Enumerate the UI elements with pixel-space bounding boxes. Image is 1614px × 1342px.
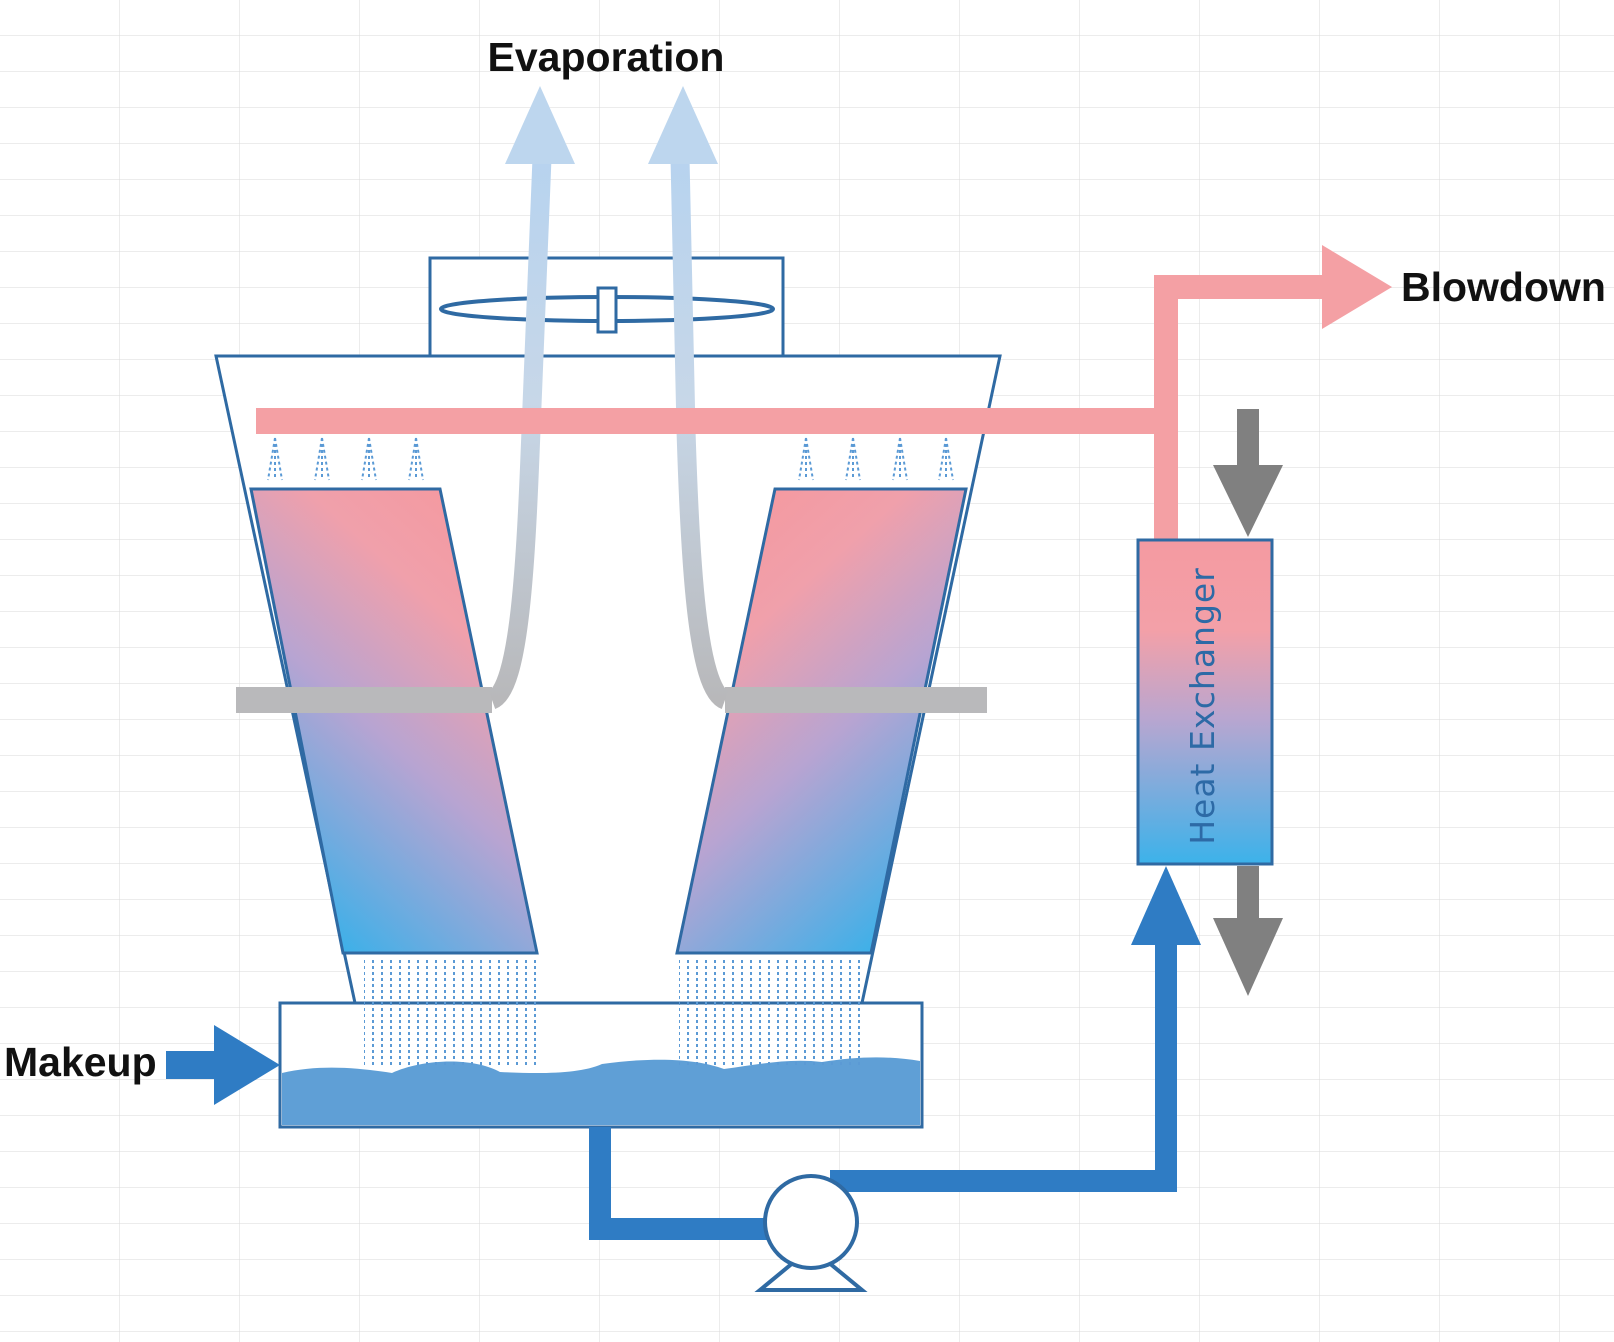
blowdown-label: Blowdown	[1401, 264, 1606, 310]
cold-water-pipe	[589, 928, 1177, 1240]
blowdown-arrow	[1322, 245, 1392, 329]
pump-icon	[754, 1174, 868, 1292]
process-inlet-arrow	[1213, 409, 1283, 537]
evaporation-arrow-right	[648, 86, 718, 164]
fill-media-right	[675, 487, 968, 955]
process-outlet-arrow	[1213, 866, 1283, 996]
hot-water-header	[256, 408, 1163, 434]
rain-right	[679, 957, 861, 1067]
air-duct-right	[725, 687, 987, 713]
rain-left	[364, 957, 538, 1067]
evaporation-label: Evaporation	[488, 34, 725, 80]
heat-exchanger-label: Heat Exchanger	[1183, 567, 1222, 845]
fill-media-left	[249, 487, 539, 955]
spray-nozzles-top	[267, 437, 954, 481]
makeup-label: Makeup	[4, 1039, 157, 1085]
hot-water-riser	[1154, 275, 1330, 542]
fan-icon	[439, 286, 775, 334]
evaporation-arrow-left	[505, 86, 575, 164]
heat-exchanger	[1136, 538, 1274, 866]
air-plume-left	[487, 157, 552, 709]
cold-water-arrow	[1131, 866, 1201, 945]
makeup-arrow	[214, 1025, 280, 1105]
makeup-pipe	[166, 1051, 216, 1079]
air-duct-left	[236, 687, 492, 713]
air-plume-right	[670, 157, 730, 709]
basin-water	[282, 1057, 920, 1125]
